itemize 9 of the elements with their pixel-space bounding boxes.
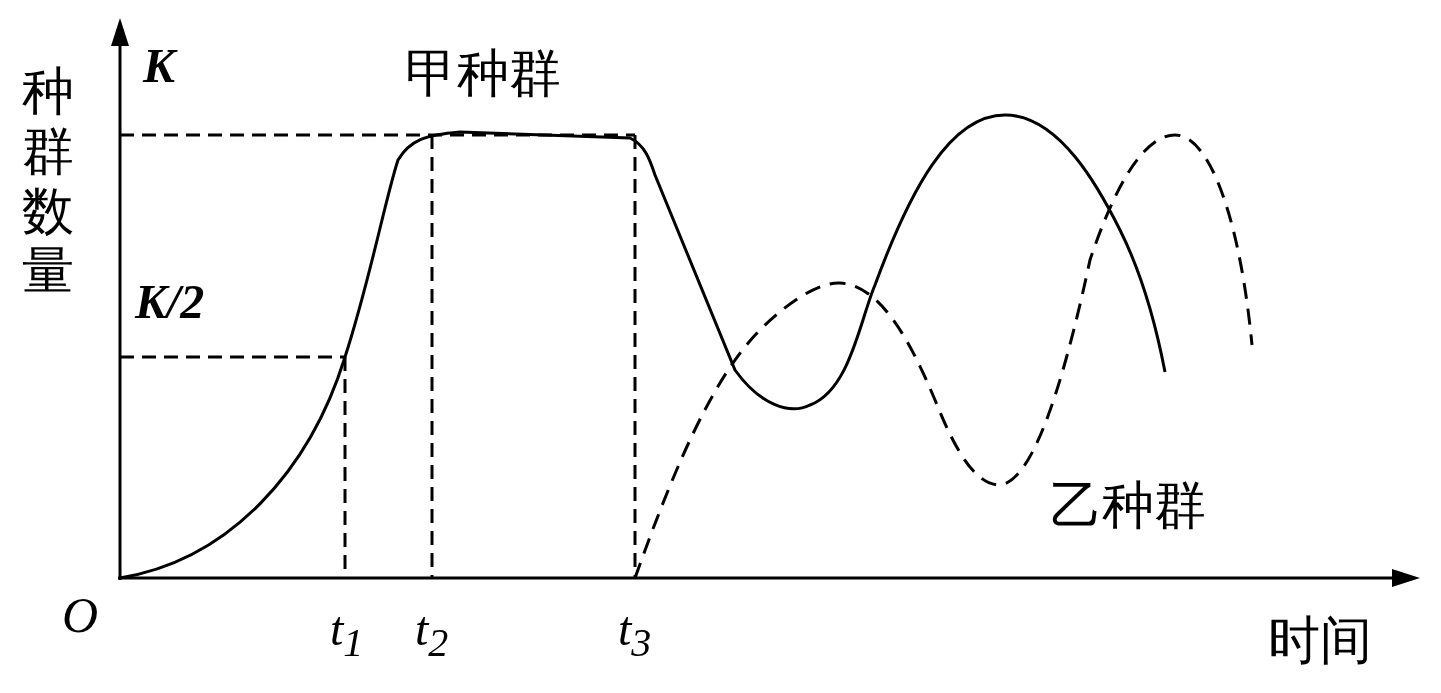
- curve-label: 乙种群: [1050, 480, 1206, 532]
- axis-label: t$_{1}$: [330, 605, 364, 663]
- axis-label: O: [62, 590, 99, 640]
- axis-label: t$_{3}$: [618, 605, 652, 663]
- axis-label: K/2: [135, 278, 205, 326]
- axis-title: 时间: [1268, 615, 1372, 667]
- axis-label: t$_{2}$: [415, 605, 449, 663]
- axis-title: 种群数量: [22, 62, 74, 302]
- curve-label: 甲种群: [405, 48, 561, 100]
